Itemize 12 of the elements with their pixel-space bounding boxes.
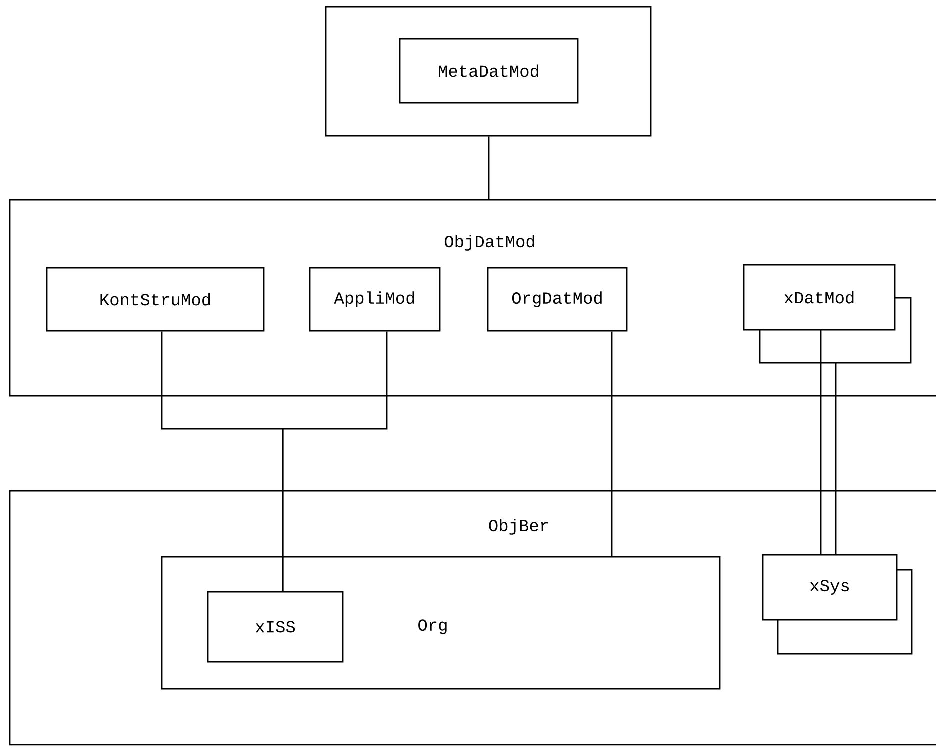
connector-line [835,363,837,554]
connector-line [611,332,613,556]
connector-line [488,136,490,200]
stacked-module-box: xDatMod [743,264,912,364]
module-box: AppliMod [309,267,441,332]
module-box: OrgDatMod [487,267,628,332]
connector-line [282,332,388,592]
module-box: MetaDatMod [399,38,579,104]
module-box: KontStruMod [46,267,265,332]
stacked-module-box: xSys [762,554,913,655]
connector-line [820,330,822,554]
module-box: xISS [207,591,344,663]
